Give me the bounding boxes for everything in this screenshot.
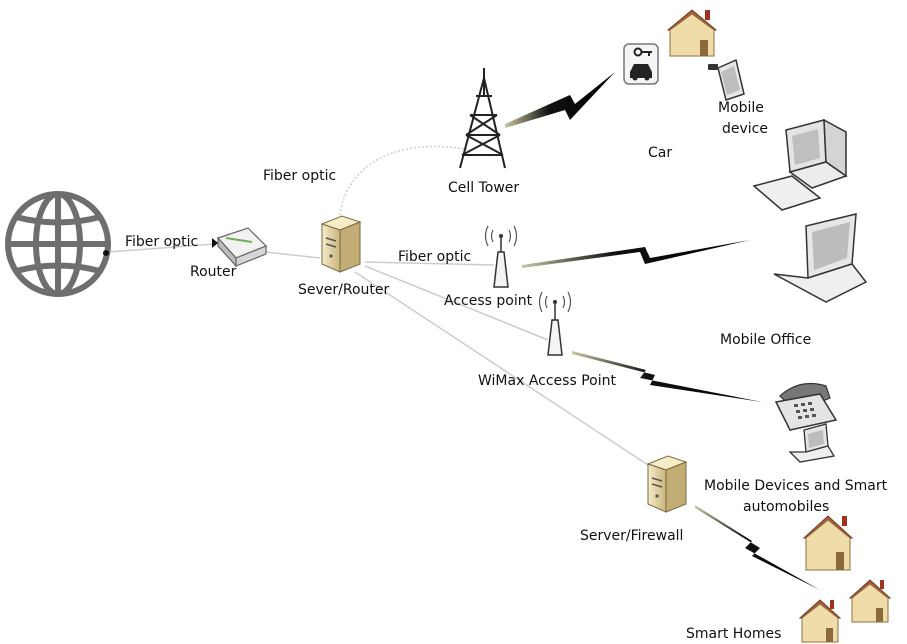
link-server-celltower	[339, 145, 471, 216]
laptop-icon	[773, 213, 868, 303]
wimax-access-point-icon	[538, 291, 572, 356]
label-fiber-optic-access: Fiber optic	[398, 249, 471, 265]
router-icon	[212, 227, 268, 268]
label-fiber-optic-internet: Fiber optic	[125, 234, 198, 250]
desktop-computer-icon	[752, 118, 848, 211]
smart-home-icon	[798, 599, 842, 643]
connections	[107, 145, 649, 466]
wireless-links	[505, 72, 820, 590]
label-mobile-devices-2: automobiles	[743, 499, 829, 515]
link-server-wimax	[364, 265, 549, 341]
globe-port-icon	[103, 250, 109, 256]
cell-tower-icon	[459, 68, 506, 169]
label-mobile-office: Mobile Office	[720, 332, 811, 348]
label-server-router: Sever/Router	[298, 282, 390, 298]
server-icon	[320, 215, 362, 273]
link-server-accesspoint	[364, 261, 495, 266]
phone-laptop-icon	[774, 383, 838, 463]
car-key-icon	[623, 43, 659, 85]
label-router: Router	[190, 264, 237, 280]
house-icon	[666, 9, 718, 57]
link-server-firewall	[354, 271, 649, 466]
label-access-point: Access point	[444, 293, 533, 309]
label-fiber-optic-tower: Fiber optic	[263, 168, 336, 184]
wireless-bolt-wimax	[572, 351, 762, 402]
globe-icon	[5, 191, 111, 297]
wireless-bolt-firewall	[695, 505, 820, 590]
label-mobile-devices-1: Mobile Devices and Smart	[704, 478, 888, 494]
mobile-device-icon	[708, 58, 745, 101]
label-smart-homes: Smart Homes	[686, 626, 781, 642]
smart-home-icon	[848, 579, 892, 623]
smart-home-icon	[802, 515, 854, 571]
link-internet-router	[107, 243, 216, 253]
access-point-icon	[484, 225, 518, 288]
link-router-server	[264, 251, 321, 259]
label-cell-tower: Cell Tower	[448, 180, 519, 196]
wireless-bolt-celltower	[505, 72, 615, 128]
label-car: Car	[648, 145, 672, 161]
label-mobile-device-1: Mobile	[718, 100, 764, 116]
label-wimax-access-point: WiMax Access Point	[478, 373, 616, 389]
wireless-bolt-accesspoint	[522, 240, 750, 268]
server-firewall-icon	[646, 455, 688, 513]
label-mobile-device-2: device	[722, 121, 768, 137]
label-server-firewall: Server/Firewall	[580, 528, 683, 544]
